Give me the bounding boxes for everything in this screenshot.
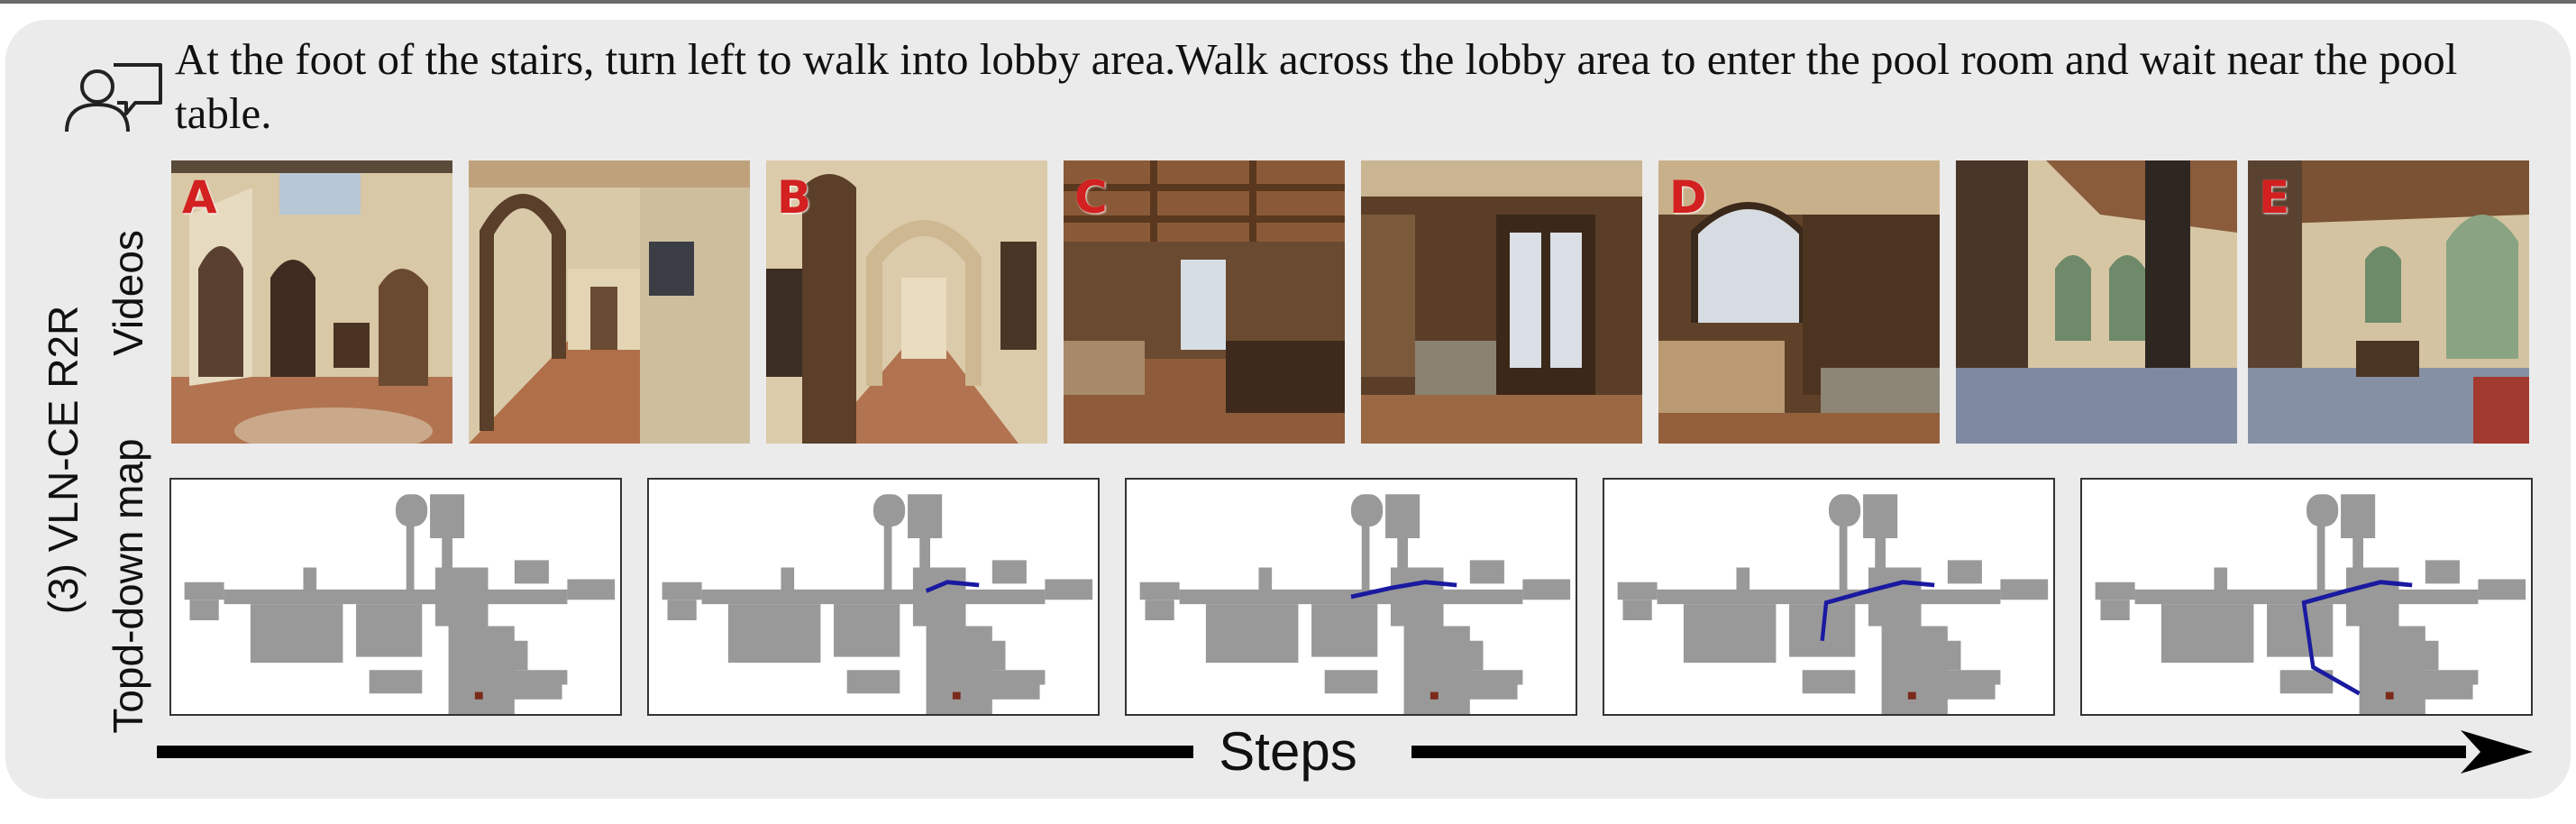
frame-letter: B — [777, 171, 812, 224]
topdown-map-2 — [647, 478, 1100, 716]
topdown-map-3 — [1125, 478, 1577, 716]
video-frame-c: C — [1064, 160, 1345, 444]
arrow-head-icon — [2461, 730, 2533, 774]
frame-letter: E — [2259, 171, 2290, 224]
topdown-map-5 — [2080, 478, 2533, 716]
topdown-map-label: Topd-down map — [105, 438, 151, 734]
video-frame-7 — [1956, 160, 2237, 444]
frame-letter: A — [182, 171, 217, 224]
video-frame-b: B — [766, 160, 1047, 444]
topdown-map-1 — [169, 478, 622, 716]
video-frame-a: A — [171, 160, 452, 444]
video-frame-d: D — [1658, 160, 1940, 444]
frame-letter: D — [1669, 171, 1707, 224]
video-frame-2 — [469, 160, 750, 444]
video-frame-5 — [1361, 160, 1642, 444]
instruction-text: At the foot of the stairs, turn left to … — [175, 34, 2458, 138]
top-rule — [0, 0, 2576, 4]
steps-label: Steps — [1219, 721, 1357, 782]
videos-label: Videos — [105, 230, 151, 356]
dataset-label: (3) VLN-CE R2R — [40, 305, 87, 615]
path-trace — [925, 580, 980, 593]
chat-person-icon — [65, 63, 162, 133]
topdown-map-4 — [1603, 478, 2055, 716]
video-frame-e: E — [2248, 160, 2529, 444]
path-trace — [1820, 580, 1935, 642]
frame-letter: C — [1074, 171, 1108, 224]
steps-arrow — [157, 730, 2533, 774]
path-trace — [1350, 580, 1457, 600]
path-trace — [2301, 580, 2413, 696]
